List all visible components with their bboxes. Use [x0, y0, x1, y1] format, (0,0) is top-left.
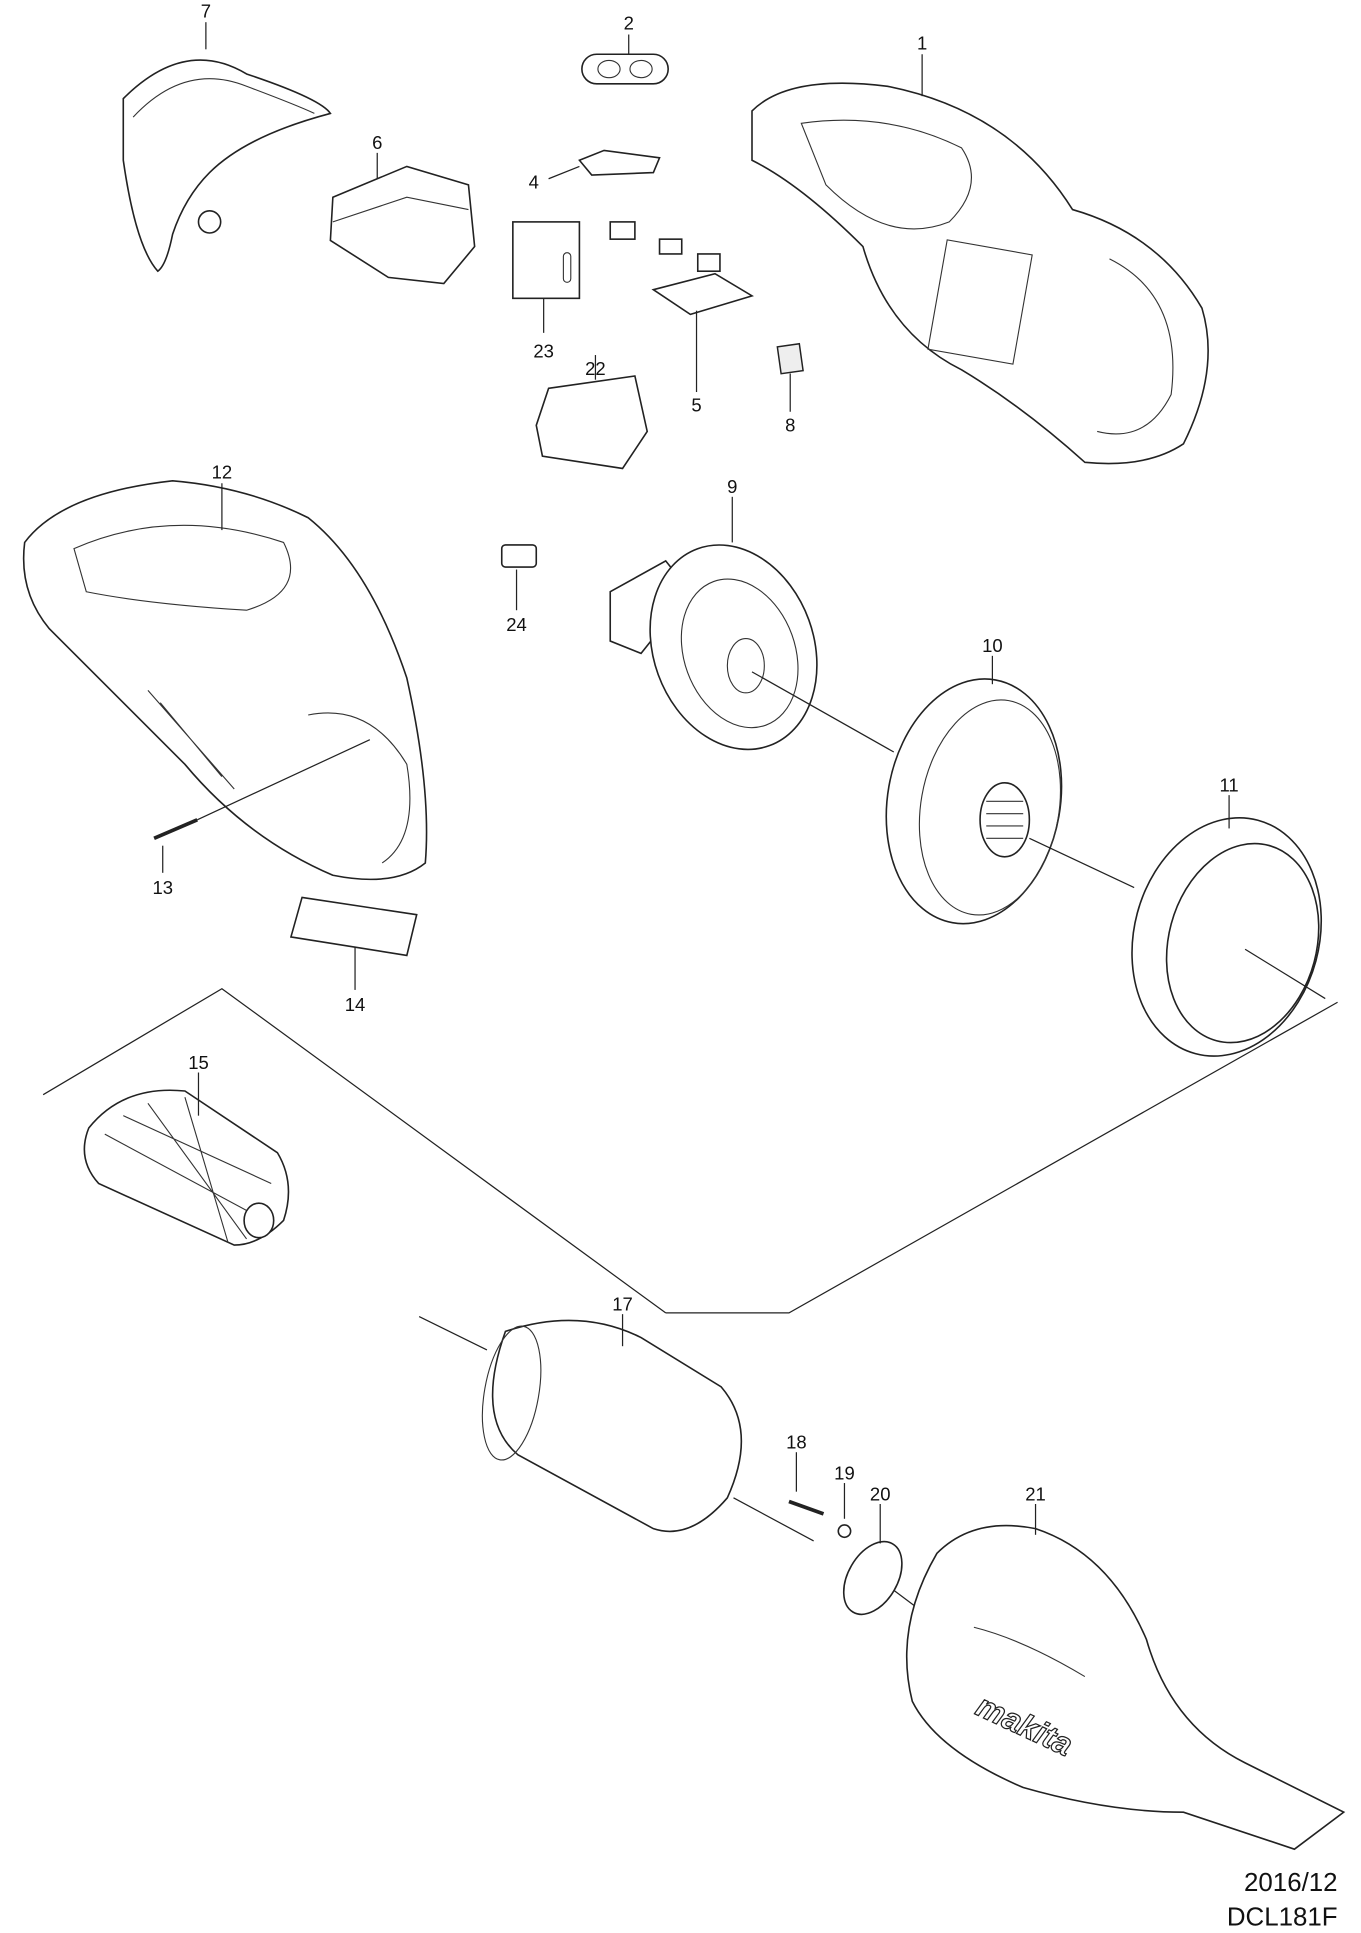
part-18-screw [788, 1452, 825, 1516]
part-22-pad [535, 355, 649, 470]
label-part-12: 12 [212, 461, 233, 482]
part-2-button-cap [581, 34, 669, 85]
label-part-10: 10 [982, 635, 1003, 656]
small-connectors [609, 221, 721, 273]
part-23-capacitor [512, 221, 581, 333]
label-part-14: 14 [345, 994, 366, 1015]
label-part-19: 19 [834, 1462, 855, 1483]
label-part-5: 5 [691, 395, 701, 416]
part-17-filter [418, 1314, 814, 1542]
part-20-flap [842, 1503, 919, 1616]
label-part-6: 6 [372, 132, 382, 153]
label-part-18: 18 [786, 1432, 807, 1453]
label-part-11: 11 [1219, 774, 1238, 795]
part-1-housing-half [751, 54, 1209, 465]
label-part-2: 2 [624, 13, 634, 34]
part-24-clip [500, 544, 538, 611]
part-11-ring [1131, 795, 1326, 1057]
part-13-screw [153, 739, 371, 873]
label-part-4: 4 [529, 172, 539, 193]
part-labels: 1 2 4 5 6 7 8 9 10 11 12 13 14 15 17 18 … [152, 0, 1238, 1504]
label-part-24: 24 [506, 614, 527, 635]
part-10-cover [885, 655, 1135, 925]
label-part-20: 20 [870, 1483, 891, 1504]
label-part-8: 8 [785, 414, 795, 435]
part-8-sponge [776, 342, 804, 412]
label-part-9: 9 [727, 476, 737, 497]
label-part-7: 7 [201, 0, 211, 21]
label-part-17: 17 [612, 1293, 633, 1314]
part-15-prefilter [83, 1072, 290, 1246]
label-part-22: 22 [585, 358, 606, 379]
part-9-motor-fan [609, 496, 895, 753]
label-part-23: 23 [533, 341, 554, 362]
label-part-21: 21 [1025, 1483, 1046, 1504]
part-21-nozzle: makita [905, 1503, 1346, 1851]
label-part-1: 1 [917, 32, 927, 53]
part-7-strap [122, 22, 332, 273]
part-19-washer [837, 1483, 852, 1539]
assembly-boundary [42, 987, 1338, 1314]
footer-model: DCL181F [1227, 1904, 1338, 1932]
part-5-board [651, 272, 754, 393]
part-4-switch [548, 149, 661, 180]
footer-date: 2016/12 [1244, 1869, 1338, 1897]
label-part-15: 15 [188, 1052, 209, 1073]
part-6-terminal [329, 152, 476, 285]
part-14-label [289, 896, 418, 990]
part-12-housing-half [22, 479, 428, 881]
label-part-13: 13 [152, 877, 173, 898]
